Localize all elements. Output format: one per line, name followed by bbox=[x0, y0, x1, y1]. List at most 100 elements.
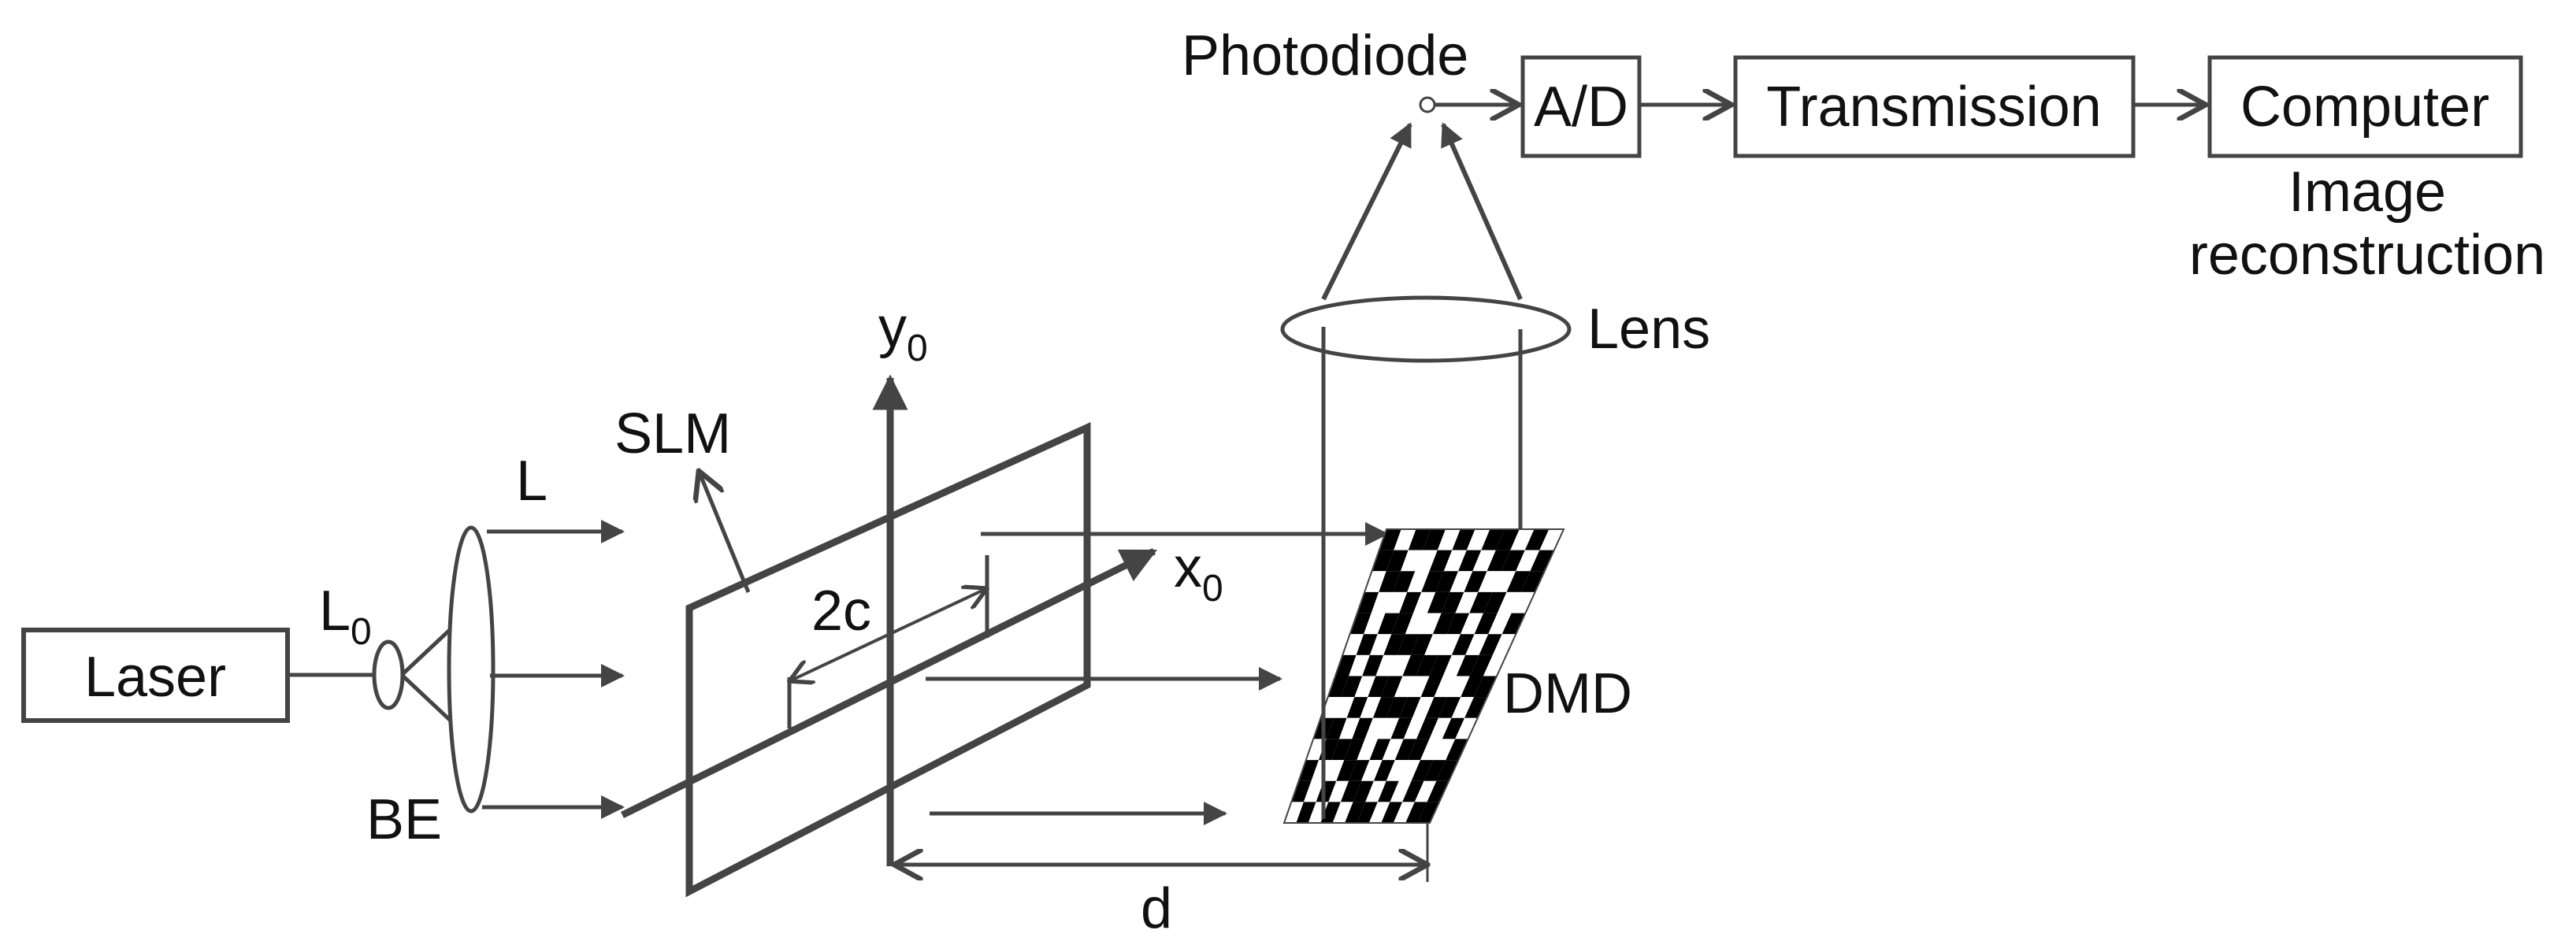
dmd-mirror-cell bbox=[1452, 529, 1475, 550]
dmd-mirror-cell bbox=[1320, 697, 1342, 718]
dmd-mirror-cell bbox=[1419, 613, 1442, 635]
dmd-mirror-cell bbox=[1427, 591, 1450, 613]
dmd-mirror-cell bbox=[1474, 676, 1497, 698]
two-c-label: 2c bbox=[811, 580, 871, 643]
dmd-mirror-cell bbox=[1423, 529, 1446, 550]
dmd-mirror-cell bbox=[1397, 634, 1420, 655]
dmd-mirror-cell bbox=[1341, 676, 1363, 698]
dmd-mirror-cell bbox=[1483, 591, 1507, 613]
image-reconstruction-line1: Image bbox=[2288, 161, 2446, 224]
dmd-mirror-cell bbox=[1291, 780, 1312, 802]
dmd-mirror-cell bbox=[1434, 676, 1457, 698]
dmd-mirror-cell bbox=[1311, 760, 1332, 781]
dmd-mirror-cell bbox=[1420, 676, 1443, 698]
dmd-mirror-cell bbox=[1402, 780, 1424, 802]
dmd-mirror-cell bbox=[1446, 613, 1470, 635]
dmd-mirror-cell bbox=[1464, 697, 1487, 718]
l0-lens bbox=[372, 639, 405, 710]
dmd-mirror-cell bbox=[1357, 591, 1379, 613]
laser: Laser bbox=[21, 628, 290, 723]
dmd-mirror-cell bbox=[1394, 529, 1416, 550]
dmd-mirror-cell bbox=[1449, 571, 1473, 592]
dmd-mirror-cell bbox=[1383, 634, 1405, 655]
dmd-mirror-cell bbox=[1378, 717, 1400, 739]
dmd-mirror-cell bbox=[1411, 760, 1434, 781]
dmd-mirror-cell bbox=[1455, 717, 1478, 739]
dmd-label: DMD bbox=[1503, 662, 1632, 725]
slm-plane bbox=[685, 422, 1091, 898]
dmd-mirror-cell bbox=[1394, 676, 1416, 698]
dmd-mirror-cell bbox=[1401, 550, 1423, 572]
dmd-mirror-cell bbox=[1399, 591, 1422, 613]
dmd-mirror-cell bbox=[1438, 697, 1461, 718]
x0-label: x0 bbox=[1174, 536, 1223, 610]
dmd-mirror-cell bbox=[1416, 654, 1438, 676]
dmd-mirror-cell bbox=[1436, 760, 1459, 781]
dmd-mirror-cell bbox=[1412, 697, 1435, 718]
dmd-mirror-cell bbox=[1331, 739, 1353, 761]
dmd-mirror-cell bbox=[1389, 654, 1411, 676]
dmd-mirror-cell bbox=[1429, 717, 1452, 739]
computer-label: Computer bbox=[2240, 76, 2489, 139]
dmd-mirror-cell bbox=[1379, 571, 1401, 592]
dmd-mirror-cell bbox=[1368, 802, 1390, 823]
dmd-mirror-cell bbox=[1362, 654, 1384, 676]
dmd-mirror-cell bbox=[1298, 760, 1319, 781]
dmd-mirror-cell bbox=[1335, 654, 1357, 676]
dmd-mirror-cell bbox=[1407, 571, 1430, 592]
dmd-mirror-cell bbox=[1323, 760, 1345, 781]
be-label: BE bbox=[366, 788, 442, 851]
d-label: d bbox=[1141, 877, 1172, 940]
dmd-mirror-cell bbox=[1327, 676, 1349, 698]
dmd-mirror-cell bbox=[1377, 780, 1399, 802]
dmd-mirror-cell bbox=[1403, 717, 1426, 739]
dmd-mirror-cell bbox=[1510, 529, 1535, 550]
dmd-mirror-cell bbox=[1334, 697, 1355, 718]
dmd-mirror-cell bbox=[1364, 571, 1386, 592]
dmd-mirror-cell bbox=[1465, 634, 1489, 655]
be-lens bbox=[447, 525, 496, 813]
dmd-mirror-cell bbox=[1456, 654, 1479, 676]
dmd-mirror-cell bbox=[1506, 571, 1531, 592]
dmd-mirror-cell bbox=[1425, 697, 1448, 718]
laser-box bbox=[21, 628, 290, 723]
dmd-mirror-cell bbox=[1345, 802, 1366, 823]
dmd-mirror-cell bbox=[1466, 529, 1490, 550]
dmd-mirror-cell bbox=[1365, 780, 1386, 802]
dmd-mirror-cell bbox=[1516, 550, 1540, 572]
dmd-mirror-cell bbox=[1326, 717, 1347, 739]
dmd-mirror-cell bbox=[1524, 529, 1550, 550]
dmd-mirror-cell bbox=[1381, 802, 1403, 823]
dmd-mirror-cell bbox=[1432, 613, 1456, 635]
photodiode bbox=[1419, 96, 1436, 113]
ad-box bbox=[1520, 55, 1642, 158]
ad-label: A/D bbox=[1534, 76, 1628, 139]
dmd-mirror-cell bbox=[1446, 739, 1468, 761]
y0-label: y0 bbox=[878, 296, 928, 369]
dmd-mirror-cell bbox=[1469, 591, 1493, 613]
dmd-mirror-cell bbox=[1394, 739, 1417, 761]
dmd-mirror-cell bbox=[1461, 613, 1483, 635]
dmd-mirror-cell bbox=[1429, 654, 1452, 676]
dmd-mirror-cell bbox=[1349, 760, 1370, 781]
dmd-mirror-cell bbox=[1464, 571, 1487, 592]
dmd-mirror-cell bbox=[1441, 591, 1464, 613]
dmd-mirror-cell bbox=[1417, 802, 1440, 823]
dmd-mirror-cell bbox=[1497, 591, 1521, 613]
dmd-mirror-cell bbox=[1364, 613, 1386, 635]
laser-label: Laser bbox=[84, 646, 226, 709]
dmd-outline bbox=[1282, 528, 1565, 824]
dmd-mirror-cell bbox=[1391, 613, 1413, 635]
dmd-mirror-cell bbox=[1382, 739, 1404, 761]
dmd-mirror-cell bbox=[1354, 676, 1376, 698]
focus-beam-left bbox=[1321, 122, 1412, 301]
dmd-mirror-cell bbox=[1353, 780, 1374, 802]
dmd-mirror-cell bbox=[1357, 802, 1378, 823]
dmd-mirror-cell bbox=[1372, 550, 1394, 572]
dmd-mirror-cell bbox=[1342, 634, 1364, 655]
dmd-mirror-cell bbox=[1407, 739, 1430, 761]
dmd-mirror-cell bbox=[1520, 571, 1545, 592]
dmd-mirror-cell bbox=[1393, 571, 1416, 592]
dmd-mirror-cell bbox=[1371, 591, 1394, 613]
